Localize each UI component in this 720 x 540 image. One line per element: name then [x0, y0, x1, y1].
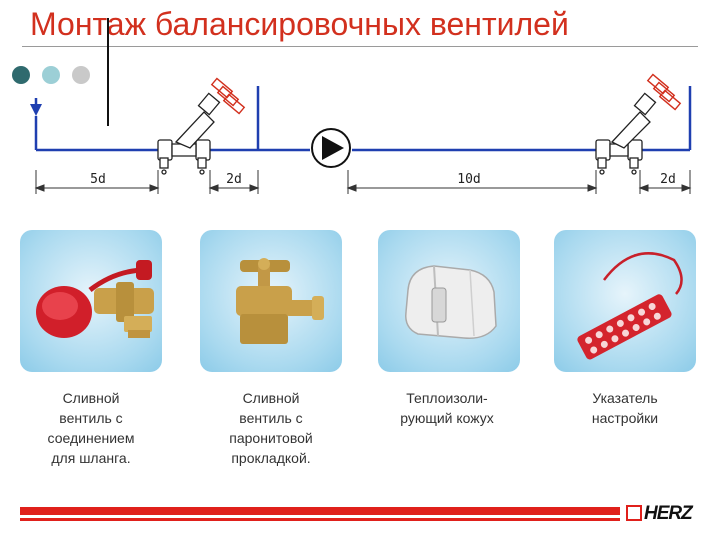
flow-direction-arrow [30, 98, 42, 116]
balancing-valve-right-icon [595, 73, 682, 175]
dimension-label-10d: 10d [457, 172, 481, 187]
herz-logo-mark-icon [626, 505, 642, 521]
decor-dot-dark [12, 66, 30, 84]
title-divider [22, 46, 698, 47]
piping-diagram [30, 18, 692, 194]
herz-logo: HERZ [626, 504, 702, 524]
product-card-insulation-shell [378, 230, 520, 372]
pipe-right [258, 86, 692, 152]
pump-icon [311, 128, 351, 168]
insulation-shell-icon [405, 265, 497, 339]
page-title: Монтаж балансировочных вентилей [30, 6, 569, 42]
pipe-left [34, 86, 260, 152]
product-caption-drain-valve-gasket: Сливной вентиль с паронитовой прокладкой… [229, 390, 313, 466]
footer-bar [20, 507, 620, 515]
product-caption-drain-valve-hose: Сливной вентиль с соединением для шланга… [47, 390, 135, 466]
product-caption-insulation-shell: Теплоизоли- рующий кожух [400, 390, 494, 426]
decor-dot-light [72, 66, 90, 84]
footer-bar-thin [20, 518, 620, 521]
setting-indicator-tag-icon [577, 252, 683, 360]
dimension-lines [34, 170, 692, 194]
dimension-label-5d: 5d [90, 172, 106, 187]
product-card-setting-indicator [554, 230, 696, 372]
dimension-label-2d-right: 2d [660, 172, 676, 187]
decor-dot-mid [42, 66, 60, 84]
balancing-valve-left-icon [157, 77, 246, 175]
product-card-drain-valve-gasket [200, 230, 342, 372]
product-card-drain-valve-hose [20, 230, 162, 372]
product-caption-setting-indicator: Указатель настройки [591, 390, 659, 426]
drain-valve-gasket-icon [236, 258, 324, 344]
drain-valve-hose-cap-icon [36, 260, 154, 338]
dimension-label-2d-left: 2d [226, 172, 242, 187]
herz-logo-text: HERZ [644, 503, 693, 524]
